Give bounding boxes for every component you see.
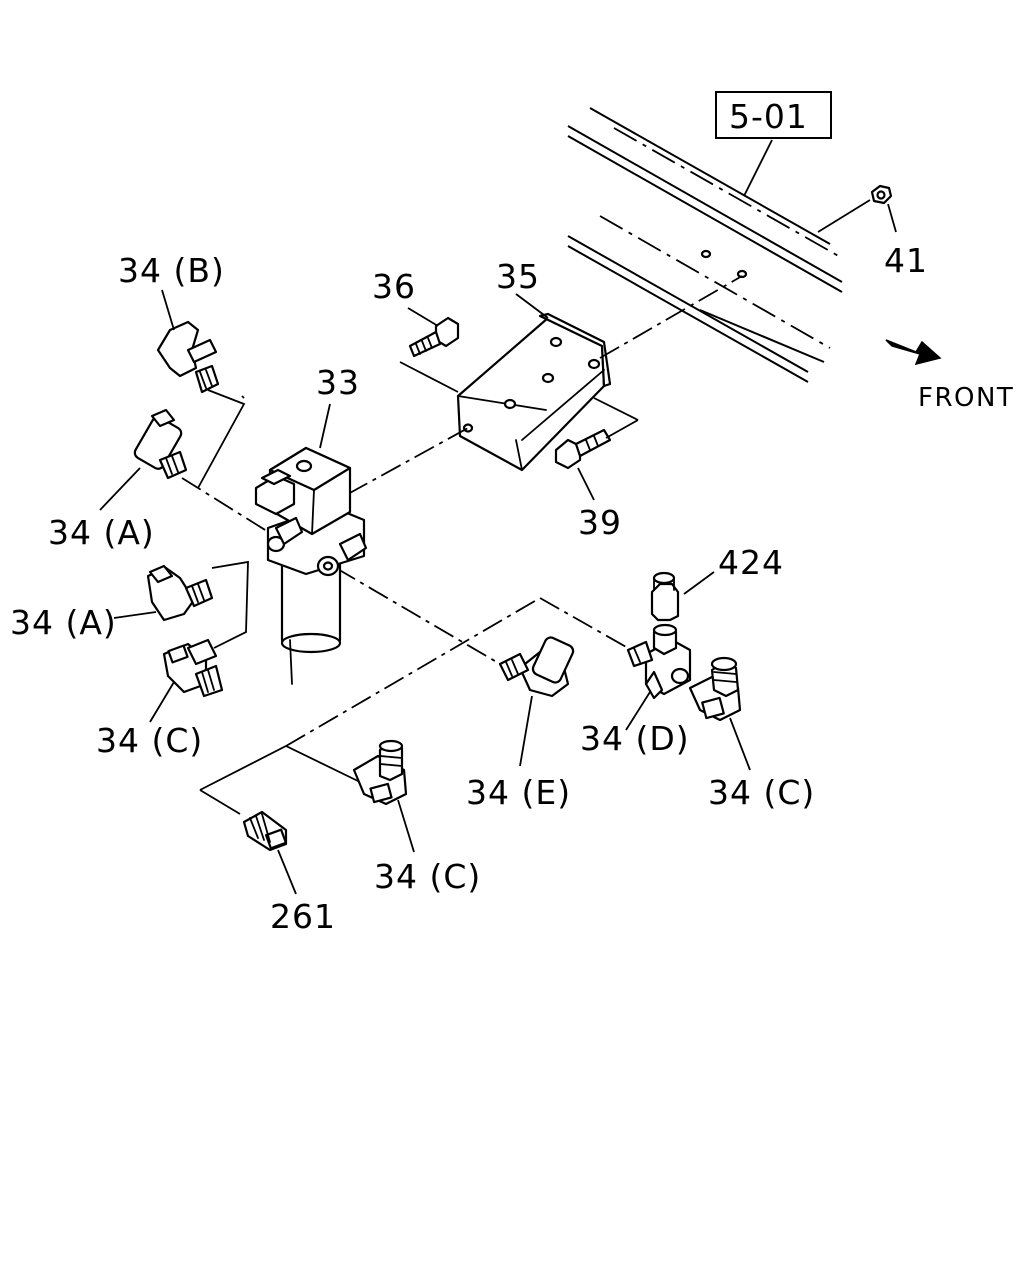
callout-34c-left: 34 (C): [96, 721, 203, 760]
callout-34c-bottom: 34 (C): [374, 857, 481, 896]
front-arrow-icon: [885, 339, 942, 366]
fitting-34a-lower: 34 (A): [10, 564, 214, 642]
solenoid-valve-33: 33: [254, 363, 368, 685]
callout-34c-right: 34 (C): [708, 773, 815, 812]
fitting-34c-left: 34 (C): [96, 638, 224, 760]
callout-261: 261: [270, 897, 336, 936]
callout-424: 424: [718, 543, 784, 582]
callout-41: 41: [884, 241, 928, 280]
fitting-34b: 34 (B): [118, 251, 225, 394]
fitting-424: 424: [650, 543, 784, 622]
callout-39: 39: [578, 503, 622, 542]
alignment-lines: [181, 275, 743, 815]
bolt-36: 36: [372, 267, 460, 393]
callout-34a-lower: 34 (A): [10, 603, 117, 642]
frame-rail: [567, 107, 843, 383]
callout-34a-upper: 34 (A): [48, 513, 155, 552]
front-label: FRONT: [918, 383, 1014, 413]
reference-box: 5-01: [715, 91, 832, 197]
bolt-39: 39: [554, 397, 639, 542]
reference-box-label: 5-01: [729, 97, 808, 136]
fitting-34c-bottom: 34 (C): [352, 739, 481, 896]
fitting-34c-right: 34 (C): [688, 656, 815, 812]
callout-33: 33: [316, 363, 360, 402]
fitting-34a-upper: 34 (A): [48, 408, 188, 552]
callout-34e: 34 (E): [466, 773, 571, 812]
callout-34b: 34 (B): [118, 251, 225, 290]
fitting-34d: 34 (D): [580, 623, 692, 758]
plug-261: 261: [242, 810, 336, 936]
bracket-35: 35: [456, 257, 612, 472]
front-indicator: FRONT: [885, 339, 1014, 413]
callout-35: 35: [496, 257, 540, 296]
callout-34d: 34 (D): [580, 719, 690, 758]
fitting-34e: 34 (E): [466, 636, 575, 812]
callout-36: 36: [372, 267, 416, 306]
nut-41: 41: [817, 184, 928, 280]
